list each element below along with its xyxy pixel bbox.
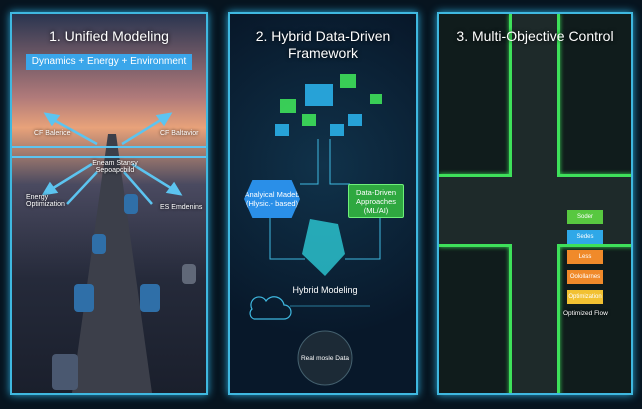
data-driven-node: Data-Driven Approaches (ML/AI) — [348, 184, 404, 218]
car — [92, 234, 106, 254]
divider — [12, 156, 206, 158]
label: Energy Optimization — [26, 194, 65, 208]
road — [439, 177, 631, 244]
realtime-data-label: Real mosle Data — [300, 354, 350, 362]
components-banner: Dynamics + Energy + Environment — [26, 54, 192, 70]
label: CF Balerice — [34, 130, 71, 137]
panel-title: 1. Unified Modeling — [49, 28, 169, 44]
label: Eneam Stansy Sepoapcbild — [92, 160, 138, 174]
objective-label: Sedes — [567, 230, 603, 244]
multi-objective-control-panel: 3. Multi-Objective Control Soder Sedes L… — [437, 12, 633, 395]
hybrid-framework-panel: 2. Hybrid Data-Driven Framework Analyica… — [228, 12, 418, 395]
objective-label: Less — [567, 250, 603, 264]
optimized-flow-label: Optimized Flow — [563, 310, 608, 317]
panel-title: 3. Multi-Objective Control — [456, 28, 614, 44]
analytical-models-node: Analyical Madeb (Hlysic.- based) — [244, 180, 300, 218]
hybrid-crystal — [302, 219, 345, 276]
arrows-diagram — [41, 112, 183, 205]
unified-modeling-panel: 1. Unified Modeling Dynamics + Energy + … — [10, 12, 208, 395]
car — [140, 284, 160, 312]
panel-title: 2. Hybrid Data-Driven Framework — [255, 28, 391, 61]
hybrid-modeling-label: Hybrid Modeling — [292, 285, 358, 295]
car — [74, 284, 94, 312]
car — [52, 354, 78, 390]
network-diagram — [249, 74, 382, 386]
car — [182, 264, 196, 284]
cloud-icon — [249, 296, 292, 320]
label: CF Baltavior — [160, 130, 199, 137]
car — [124, 194, 138, 214]
objective-label: Soder — [567, 210, 603, 224]
divider — [12, 146, 206, 148]
objective-label: Optimization — [567, 290, 603, 304]
objective-label: Oolollarnes — [567, 270, 603, 284]
label: ES Emdenins — [160, 204, 203, 211]
